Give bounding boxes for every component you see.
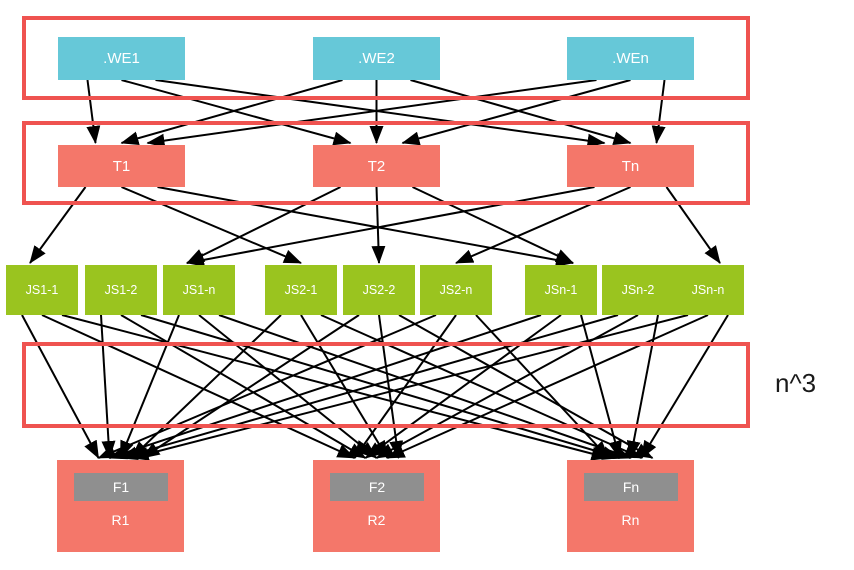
edge — [580, 314, 622, 459]
edge — [353, 314, 457, 459]
node-jsn-2[interactable]: JSn-2 — [602, 265, 674, 315]
edge — [320, 314, 643, 459]
edge — [146, 79, 597, 148]
edge — [455, 186, 631, 264]
edge — [21, 314, 100, 459]
edge — [157, 186, 574, 267]
n3-annotation: n^3 — [775, 368, 817, 398]
edge — [371, 186, 386, 264]
edge — [140, 314, 621, 460]
node-fn[interactable]: Fn — [584, 473, 678, 501]
edge — [398, 314, 654, 459]
node-tn[interactable]: Tn — [567, 145, 694, 187]
edge — [218, 314, 632, 460]
edge — [665, 186, 721, 264]
edge — [29, 186, 87, 264]
node-js1-n[interactable]: JS1-n — [163, 265, 235, 315]
edge — [130, 314, 689, 461]
node-t1[interactable]: T1 — [58, 145, 185, 187]
node-r1-label: R1 — [111, 512, 130, 528]
edge — [100, 314, 116, 459]
node-t2[interactable]: T2 — [313, 145, 440, 187]
edge — [61, 314, 610, 461]
edge — [119, 314, 619, 461]
node-js2-2[interactable]: JS2-2 — [343, 265, 415, 315]
edge — [401, 79, 631, 146]
edge — [108, 314, 542, 460]
edge — [186, 186, 341, 264]
node-r2-label: R2 — [367, 512, 386, 528]
we-group-container — [22, 16, 750, 100]
edge — [121, 79, 352, 146]
edge — [120, 79, 343, 146]
node-jsn-n[interactable]: JSn-n — [672, 265, 744, 315]
node-we2[interactable]: .WE2 — [313, 37, 440, 80]
edge — [97, 314, 437, 459]
node-rn-label: Rn — [621, 512, 640, 528]
edge — [155, 79, 606, 148]
node-f1[interactable]: F1 — [74, 473, 168, 501]
edge — [41, 314, 356, 459]
edge — [364, 314, 562, 459]
t-group-container — [22, 121, 750, 205]
edge — [475, 314, 610, 459]
edge — [300, 314, 389, 459]
edge — [651, 79, 666, 144]
edge — [186, 186, 595, 267]
edge — [386, 314, 709, 459]
node-js2-n[interactable]: JS2-n — [420, 265, 492, 315]
node-jsn-1[interactable]: JSn-1 — [525, 265, 597, 315]
edge — [119, 314, 180, 459]
edge — [198, 314, 378, 459]
edge — [120, 314, 367, 459]
node-js1-1[interactable]: JS1-1 — [6, 265, 78, 315]
edge — [86, 79, 101, 144]
node-js1-2[interactable]: JS1-2 — [85, 265, 157, 315]
edge — [410, 79, 632, 146]
node-js2-1[interactable]: JS2-1 — [265, 265, 337, 315]
edge — [412, 186, 574, 264]
edge — [121, 186, 302, 264]
node-f2[interactable]: F2 — [330, 473, 424, 501]
node-wen[interactable]: .WEn — [567, 37, 694, 80]
node-we1[interactable]: .WE1 — [58, 37, 185, 80]
edge — [640, 314, 729, 459]
n3-group-container — [22, 342, 750, 428]
